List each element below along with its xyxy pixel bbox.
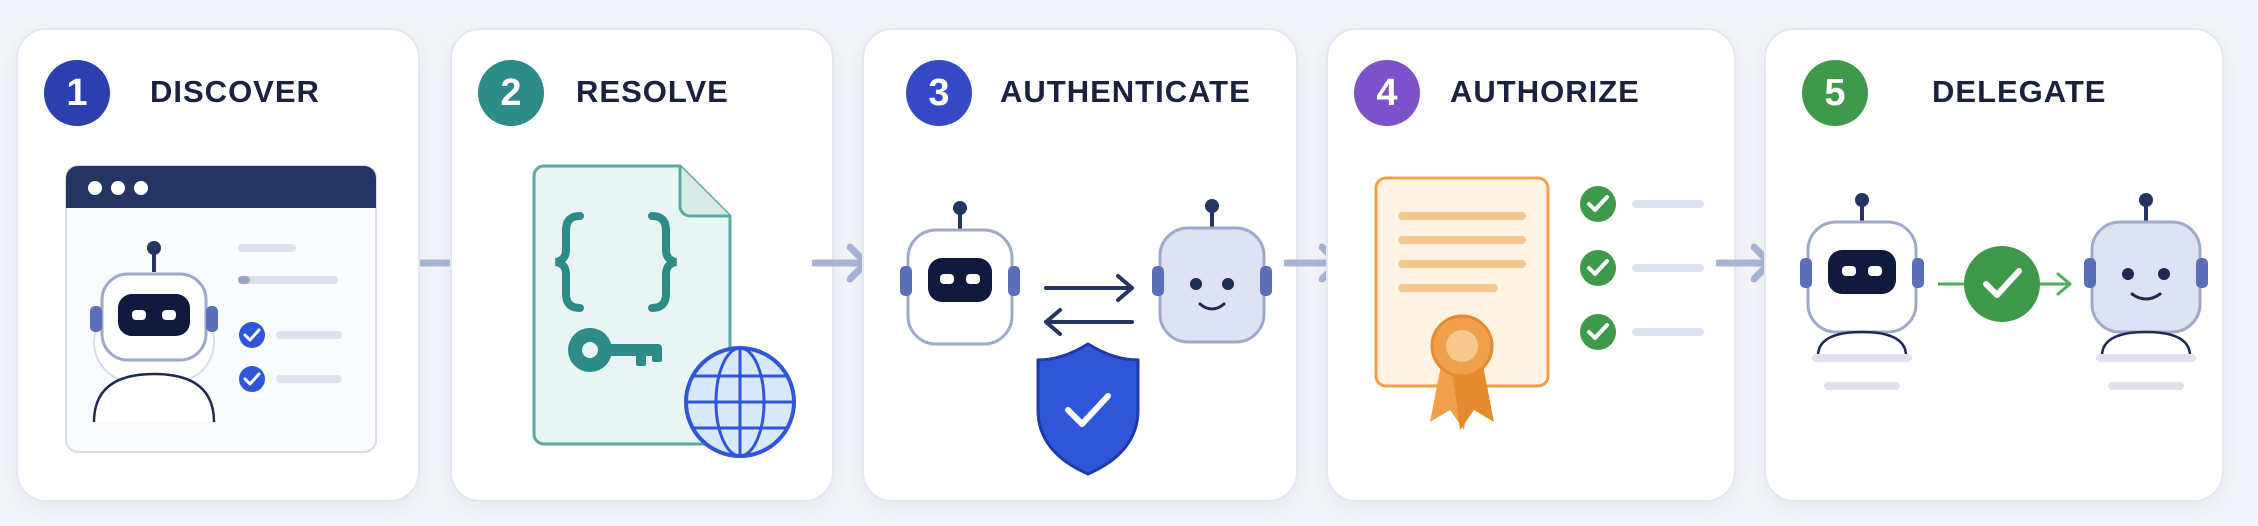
- discover-illustration: [65, 165, 377, 453]
- step-number-badge: 2: [478, 60, 544, 126]
- step-card-discover: 1 DISCOVER: [16, 28, 420, 502]
- robot-icon: [2084, 193, 2208, 390]
- resolve-illustration: [532, 164, 796, 458]
- authorize-illustration: [1374, 176, 1704, 430]
- shield-check-icon: [1036, 342, 1140, 476]
- key-icon: [568, 328, 662, 372]
- step-card-authenticate: 3 AUTHENTICATE: [862, 28, 1298, 502]
- globe-icon: [684, 346, 796, 458]
- robot-icon: [900, 201, 1020, 346]
- step-number-badge: 1: [44, 60, 110, 126]
- step-number-badge: 5: [1802, 60, 1868, 126]
- check-circle-icon: [1938, 246, 2072, 322]
- step-title: AUTHENTICATE: [1000, 74, 1251, 109]
- exchange-arrows-icon: [1044, 274, 1134, 336]
- robot-icon: [1800, 193, 1924, 390]
- step-title: DISCOVER: [150, 74, 320, 109]
- checklist-icon: [238, 244, 342, 392]
- step-card-delegate: 5 DELEGATE: [1764, 28, 2224, 502]
- step-number-badge: 3: [906, 60, 972, 126]
- check-icon: [1580, 186, 1704, 350]
- step-card-resolve: 2 RESOLVE: [450, 28, 834, 502]
- robot-icon: [90, 241, 218, 423]
- curly-braces-icon: [554, 212, 678, 312]
- document-icon: [532, 164, 732, 446]
- step-card-authorize: 4 AUTHORIZE: [1326, 28, 1736, 502]
- step-title: RESOLVE: [576, 74, 729, 109]
- robot-icon: [1152, 199, 1272, 344]
- ribbon-seal-icon: [1430, 314, 1494, 430]
- step-number-badge: 4: [1354, 60, 1420, 126]
- authenticate-illustration: [900, 199, 1272, 476]
- step-title: DELEGATE: [1932, 74, 2107, 109]
- delegate-illustration: [1800, 193, 2208, 390]
- certificate-icon: [1374, 176, 1550, 388]
- step-title: AUTHORIZE: [1450, 74, 1640, 109]
